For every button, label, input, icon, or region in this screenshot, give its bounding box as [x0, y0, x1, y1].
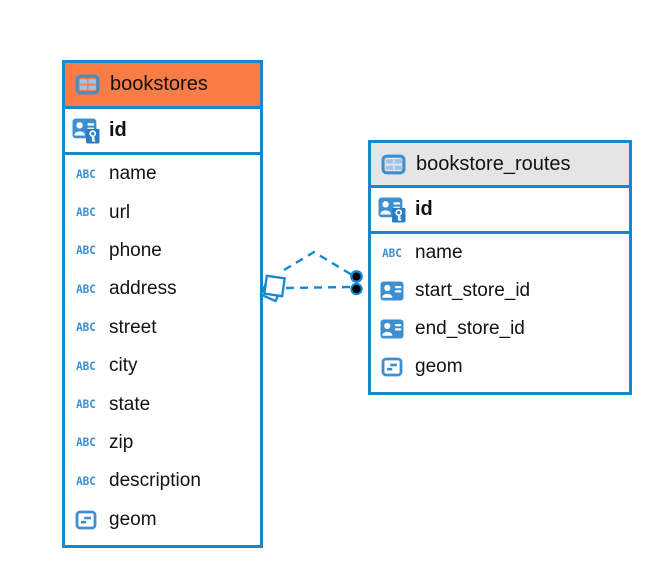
column-row-address[interactable]: ABC address [65, 270, 260, 308]
text-type-icon: ABC [76, 167, 96, 182]
column-label: address [109, 278, 177, 300]
column-row-description[interactable]: ABC description [65, 462, 260, 500]
column-label: start_store_id [415, 280, 531, 301]
column-row-end-store-id[interactable]: end_store_id [371, 310, 629, 348]
text-type-icon: ABC [76, 359, 96, 374]
column-label: name [109, 163, 157, 185]
column-label: url [109, 201, 131, 223]
column-label: description [109, 470, 201, 492]
column-label: name [415, 242, 463, 263]
relationship-endpoint-dot [350, 282, 363, 296]
text-type-icon: ABC [76, 205, 96, 220]
column-label: zip [109, 431, 134, 453]
column-row-city[interactable]: ABC city [65, 347, 260, 385]
text-type-icon: ABC [76, 282, 96, 297]
text-type-icon: ABC [76, 474, 96, 489]
column-label: id [415, 198, 433, 220]
column-label: geom [109, 508, 157, 530]
column-label: geom [415, 356, 463, 377]
table-header-bookstore-routes[interactable]: bookstore_routes [371, 143, 629, 188]
text-type-icon: ABC [76, 436, 96, 450]
column-label: state [109, 393, 151, 415]
column-label: id [109, 119, 127, 141]
column-label: end_store_id [415, 318, 525, 339]
foreign-key-icon [377, 319, 407, 339]
table-icon [72, 74, 102, 95]
column-list: ABC name start_store_id end_store_id geo… [371, 234, 629, 386]
column-label: city [109, 355, 138, 377]
relationship-line-lower[interactable] [285, 285, 351, 290]
column-row-name[interactable]: ABC name [371, 234, 629, 272]
table-bookstores[interactable]: bookstores id ABC name ABC url ABC phone… [62, 60, 263, 548]
column-row-id[interactable]: id [371, 188, 629, 234]
column-row-id[interactable]: id [65, 109, 260, 155]
column-label: street [109, 316, 157, 338]
text-type-icon: ABC [76, 320, 96, 335]
primary-key-icon [377, 197, 407, 223]
relationship-endpoint-dot [350, 270, 363, 283]
text-type-icon: ABC [382, 246, 402, 260]
column-row-state[interactable]: ABC state [65, 385, 260, 423]
primary-key-icon [71, 118, 101, 144]
geometry-type-icon [71, 510, 101, 530]
text-type-icon: ABC [76, 244, 96, 258]
relationship-line-upper[interactable] [283, 250, 353, 277]
table-name: bookstore_routes [416, 152, 571, 175]
text-type-icon: ABC [76, 397, 96, 412]
column-row-url[interactable]: ABC url [65, 193, 260, 231]
table-icon [378, 154, 408, 175]
table-bookstore-routes[interactable]: bookstore_routes id ABC name start_store… [368, 140, 632, 395]
table-header-bookstores[interactable]: bookstores [65, 63, 260, 109]
relationship-diamond-marker [259, 274, 286, 303]
column-row-geom[interactable]: geom [371, 348, 629, 386]
table-name: bookstores [110, 73, 208, 95]
column-row-street[interactable]: ABC street [65, 309, 260, 347]
column-row-zip[interactable]: ABC zip [65, 424, 260, 462]
foreign-key-icon [377, 281, 407, 301]
column-list: ABC name ABC url ABC phone ABC address A… [65, 155, 260, 539]
column-row-start-store-id[interactable]: start_store_id [371, 272, 629, 310]
column-row-name[interactable]: ABC name [65, 155, 260, 193]
column-label: phone [109, 239, 162, 261]
column-row-phone[interactable]: ABC phone [65, 232, 260, 270]
column-row-geom[interactable]: geom [65, 501, 260, 539]
geometry-type-icon [377, 357, 407, 377]
